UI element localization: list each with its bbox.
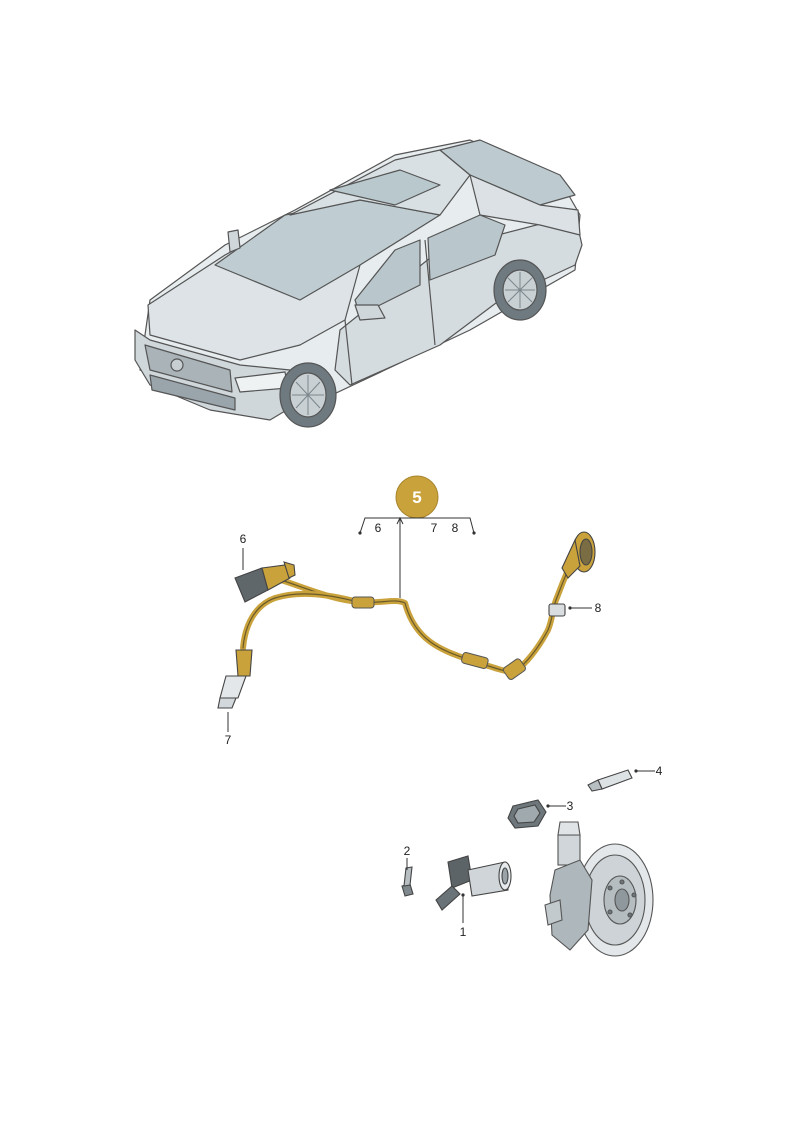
callout-1: 1 bbox=[460, 925, 467, 939]
subpart-7-label: 7 bbox=[431, 521, 438, 535]
subpart-8-label: 8 bbox=[452, 521, 459, 535]
callout-4: 4 bbox=[656, 764, 663, 778]
brake-disc-hub bbox=[544, 821, 654, 957]
grommet-3[interactable] bbox=[507, 799, 547, 829]
callout-2: 2 bbox=[404, 844, 411, 858]
main-part-group: 5 6 7 8 6 bbox=[217, 475, 602, 747]
callout-6: 6 bbox=[240, 532, 247, 546]
bolt-2[interactable] bbox=[401, 866, 414, 897]
speed-sensor-1[interactable] bbox=[435, 855, 512, 911]
callout-3: 3 bbox=[567, 799, 574, 813]
callout-7: 7 bbox=[225, 733, 232, 747]
car-illustration bbox=[134, 139, 583, 428]
connector-6[interactable] bbox=[234, 561, 296, 603]
part-number-badge-label: 5 bbox=[412, 488, 421, 507]
holder-8[interactable] bbox=[548, 603, 566, 617]
grease-tube-4[interactable] bbox=[587, 769, 633, 792]
sensor-connector-7[interactable] bbox=[217, 649, 253, 709]
subpart-6-label: 6 bbox=[375, 521, 382, 535]
cable-grommet[interactable] bbox=[561, 531, 596, 579]
callout-8: 8 bbox=[595, 601, 602, 615]
